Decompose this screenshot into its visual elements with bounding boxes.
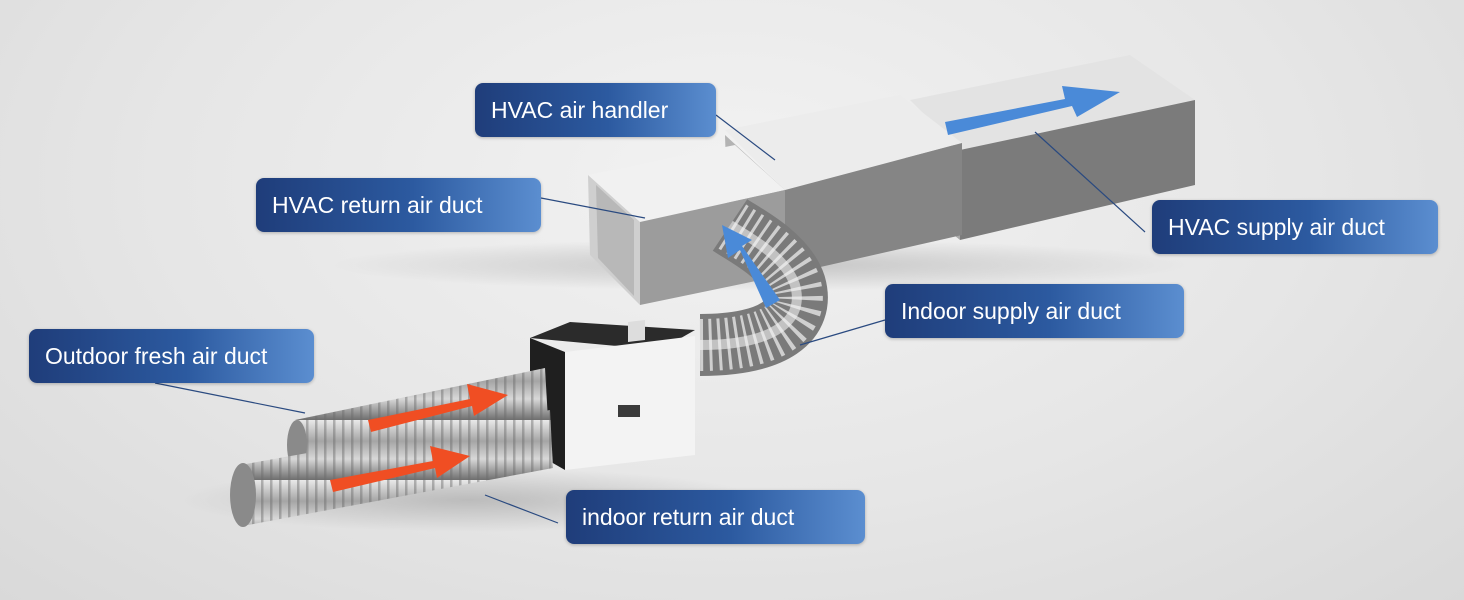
erv-vent-slot xyxy=(618,405,640,417)
label-return-air-duct: HVAC return air duct xyxy=(256,178,541,232)
indoor-supply-air-duct xyxy=(699,198,828,376)
label-indoor-return-air-duct: indoor return air duct xyxy=(566,490,865,544)
leader-line-fresh-air xyxy=(154,382,306,414)
label-supply-air-duct: HVAC supply air duct xyxy=(1152,200,1438,254)
indoor-return-air-duct xyxy=(230,410,553,527)
leader-line-air-handler xyxy=(715,114,776,161)
label-air-handler: HVAC air handler xyxy=(475,83,716,137)
label-outdoor-fresh-air-duct: Outdoor fresh air duct xyxy=(29,329,314,383)
leader-line-return-air-duct xyxy=(540,197,646,219)
flow-arrow-indoor-supply xyxy=(722,225,780,308)
label-indoor-supply-air-duct: Indoor supply air duct xyxy=(885,284,1184,338)
flow-arrow-supply xyxy=(945,86,1120,135)
leader-line-supply-air-duct xyxy=(1034,131,1146,233)
leader-line-return-air xyxy=(484,494,559,524)
erv-unit xyxy=(530,320,695,470)
flow-arrow-fresh-air xyxy=(368,384,508,432)
flow-arrow-return-air xyxy=(330,446,470,492)
leader-line-indoor-supply xyxy=(799,319,886,346)
